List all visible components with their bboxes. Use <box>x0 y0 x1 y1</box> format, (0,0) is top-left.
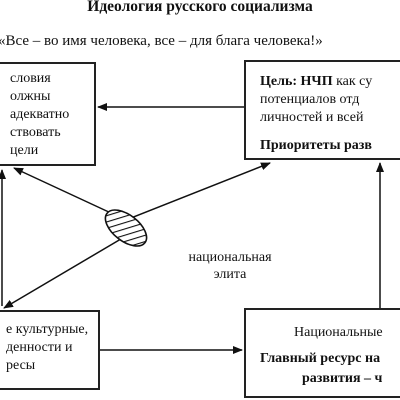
box-national-line-3: развития – ч <box>302 371 383 386</box>
arrow-elite-to-culture <box>3 235 127 309</box>
box-conditions-line-2: олжны <box>10 89 51 104</box>
box-national-resources: Национальные Главный ресурс на развития … <box>244 308 400 398</box>
arrow-elite-to-goal <box>125 162 271 221</box>
elite-label: национальная элита <box>180 249 280 283</box>
box-conditions-line-5: цели <box>10 143 39 158</box>
box-cultural-line-3: ресы <box>6 358 36 373</box>
box-conditions: словия олжны адекватно ствовать цели <box>0 62 96 166</box>
goal-label: Цель: НЧП <box>260 74 333 89</box>
box-conditions-line-4: ствовать <box>10 125 61 140</box>
elite-ellipse <box>104 209 148 247</box>
box-national-line-2: Главный ресурс на <box>260 351 381 366</box>
box-goal-line-2: потенциалов отд <box>260 92 360 107</box>
elite-label-line-1: национальная <box>188 250 272 265</box>
priorities-label: Приоритеты разв <box>260 138 372 153</box>
box-cultural-line-2: денности и <box>6 340 73 355</box>
diagram-title: Идеология русского социализма <box>87 0 313 15</box>
box-national-line-1: Национальные <box>294 325 383 340</box>
box-cultural-values: е культурные, денности и ресы <box>0 310 100 390</box>
slogan: «Все – во имя человека, все – для блага … <box>0 33 323 49</box>
box-cultural-line-1: е культурные, <box>6 322 89 337</box>
box-conditions-line-3: адекватно <box>10 107 70 122</box>
box-conditions-line-1: словия <box>10 71 51 86</box>
elite-label-line-2: элита <box>213 267 247 282</box>
box-goal: Цель: НЧП как су потенциалов отд личност… <box>244 60 400 160</box>
box-goal-line-1: Цель: НЧП как су <box>260 73 372 90</box>
box-goal-line-3: личностей и всей <box>260 110 364 125</box>
arrow-elite-to-conditions <box>13 167 127 221</box>
goal-text: как су <box>332 74 373 89</box>
